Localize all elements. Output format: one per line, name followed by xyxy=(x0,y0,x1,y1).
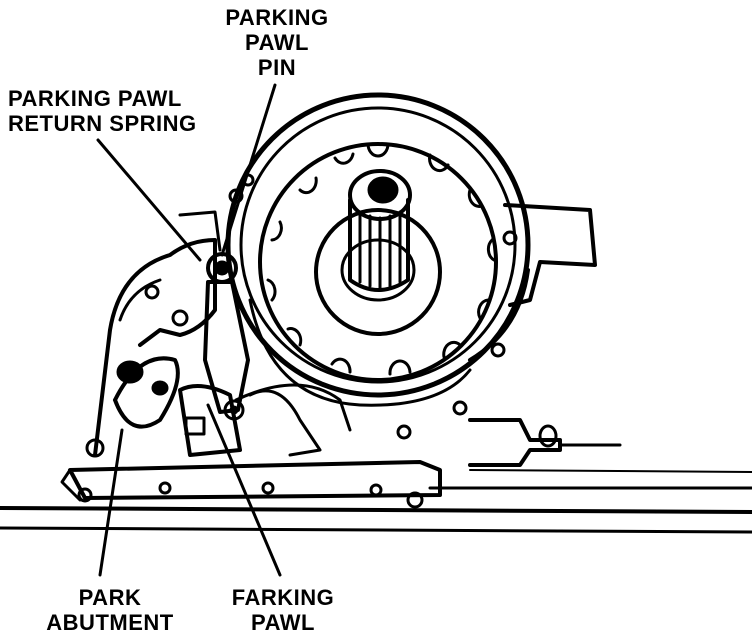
label-park-abutment: PARK ABUTMENT xyxy=(46,585,174,635)
output-hub xyxy=(314,208,442,336)
park-abutment xyxy=(178,384,322,457)
parking-linkage-plate xyxy=(85,238,217,458)
bench-lines xyxy=(0,469,752,534)
label-parking-pawl-pin: PARKING PAWL PIN xyxy=(225,5,329,80)
case-flange xyxy=(225,92,531,407)
ring-gear xyxy=(258,142,498,382)
housing-bracket xyxy=(178,203,597,307)
leader-lines xyxy=(96,83,282,577)
oil-pan xyxy=(60,460,442,509)
label-parking-pawl-return-spring: PARKING PAWL RETURN SPRING xyxy=(8,86,197,136)
label-parking-pawl: FARKING PAWL xyxy=(231,585,335,635)
output-shaft xyxy=(348,169,412,292)
flange-bolts xyxy=(228,173,518,440)
shift-rod-fitting xyxy=(468,418,622,467)
